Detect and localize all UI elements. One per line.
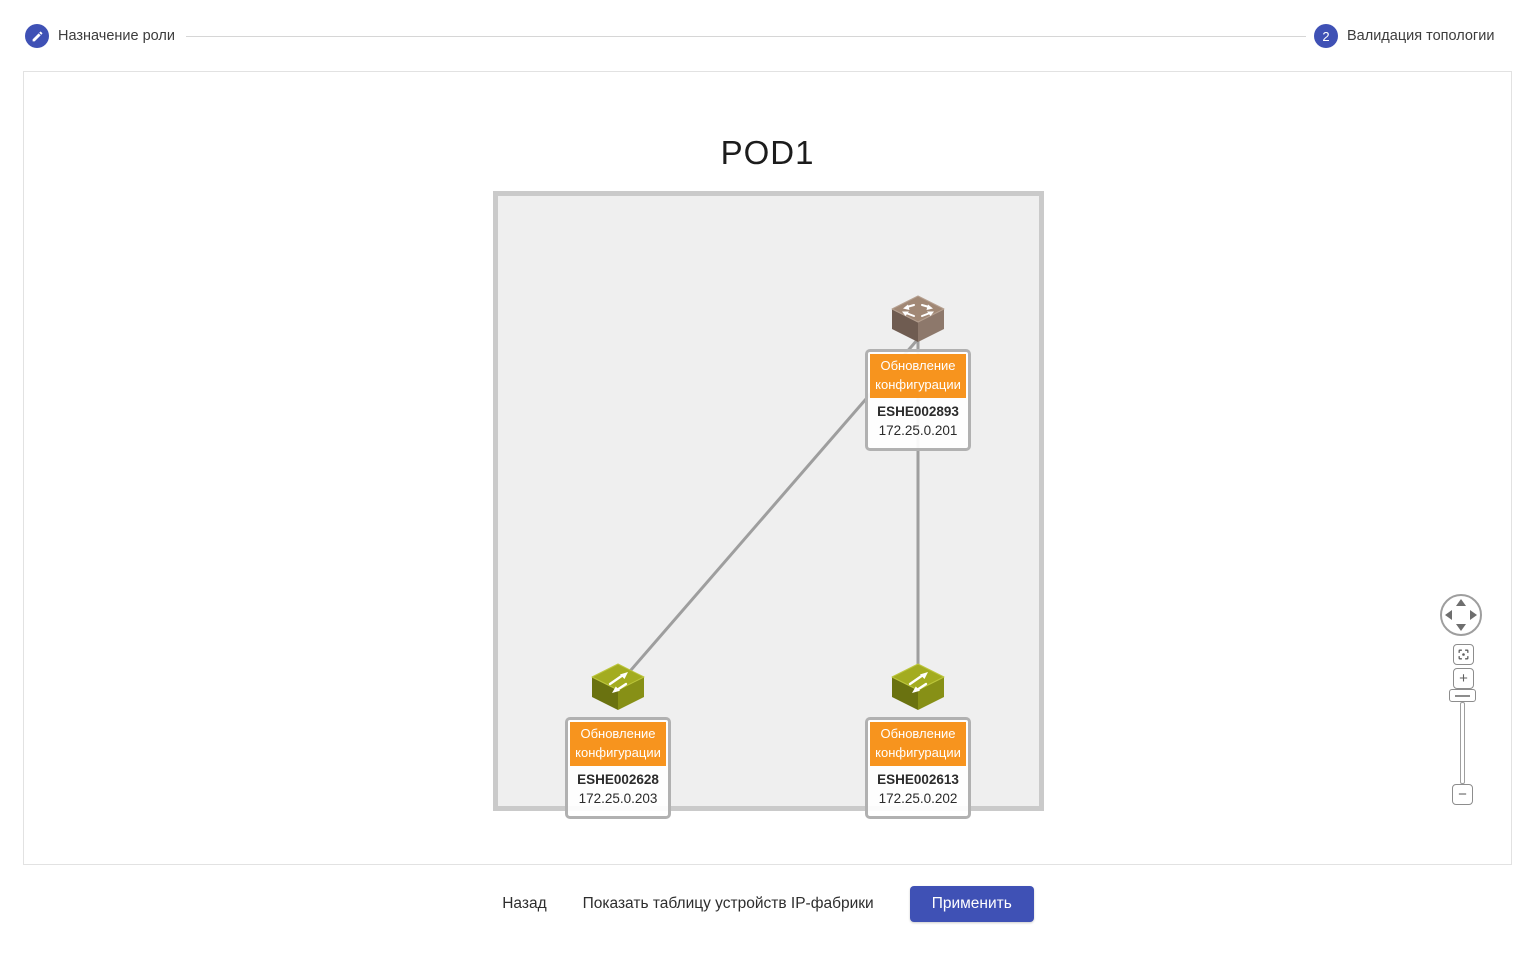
- zoom-slider-track[interactable]: [1460, 702, 1465, 784]
- step1-label: Назначение роли: [58, 28, 175, 44]
- footer-actions: Назад Показать таблицу устройств IP-фабр…: [0, 885, 1536, 923]
- node-status-badge: Обновление конфигурации: [870, 354, 966, 398]
- step2-label: Валидация топологии: [1347, 28, 1495, 44]
- pod-group-box: Обновление конфигурации ESHE002893 172.2…: [493, 191, 1044, 819]
- spine-router-icon[interactable]: [890, 294, 946, 344]
- show-device-table-button[interactable]: Показать таблицу устройств IP-фабрики: [582, 895, 874, 912]
- pencil-icon: [25, 24, 49, 48]
- stepper: Назначение роли 2 Валидация топологии: [0, 0, 1536, 71]
- pan-control[interactable]: [1440, 594, 1482, 636]
- pod-title: POD1: [720, 134, 815, 171]
- node-card-leaf1[interactable]: Обновление конфигурации ESHE002628 172.2…: [565, 717, 671, 819]
- leaf-switch-icon[interactable]: [590, 662, 646, 712]
- leaf-switch-icon[interactable]: [890, 662, 946, 712]
- node-ip-address: 172.25.0.201: [878, 423, 958, 439]
- topology-canvas-panel: POD1: [23, 71, 1512, 865]
- node-hostname: ESHE002893: [877, 403, 959, 419]
- step2-number-badge: 2: [1314, 24, 1338, 48]
- pan-left-icon[interactable]: [1445, 610, 1452, 620]
- node-ip-address: 172.25.0.202: [878, 791, 958, 807]
- node-hostname: ESHE002628: [577, 771, 659, 787]
- pan-down-icon[interactable]: [1456, 624, 1466, 631]
- node-status-badge: Обновление конфигурации: [570, 722, 666, 766]
- stepper-connector-line: [186, 36, 1306, 37]
- zoom-slider-handle[interactable]: [1449, 689, 1476, 702]
- center-focus-icon: [1458, 649, 1469, 660]
- node-card-spine[interactable]: Обновление конфигурации ESHE002893 172.2…: [865, 349, 971, 451]
- node-card-leaf2[interactable]: Обновление конфигурации ESHE002613 172.2…: [865, 717, 971, 819]
- fit-to-screen-button[interactable]: [1453, 644, 1474, 665]
- stepper-step-topology-validation[interactable]: 2 Валидация топологии: [1314, 24, 1494, 48]
- apply-button[interactable]: Применить: [909, 886, 1034, 922]
- stepper-step-role-assignment[interactable]: Назначение роли: [25, 24, 175, 48]
- node-status-badge: Обновление конфигурации: [870, 722, 966, 766]
- step2-number: 2: [1322, 28, 1330, 44]
- zoom-out-button[interactable]: −: [1452, 784, 1473, 805]
- node-hostname: ESHE002613: [877, 771, 959, 787]
- pan-right-icon[interactable]: [1470, 610, 1477, 620]
- node-ip-address: 172.25.0.203: [578, 791, 658, 807]
- back-button[interactable]: Назад: [502, 895, 547, 912]
- zoom-in-button[interactable]: +: [1453, 668, 1474, 689]
- pan-up-icon[interactable]: [1456, 599, 1466, 606]
